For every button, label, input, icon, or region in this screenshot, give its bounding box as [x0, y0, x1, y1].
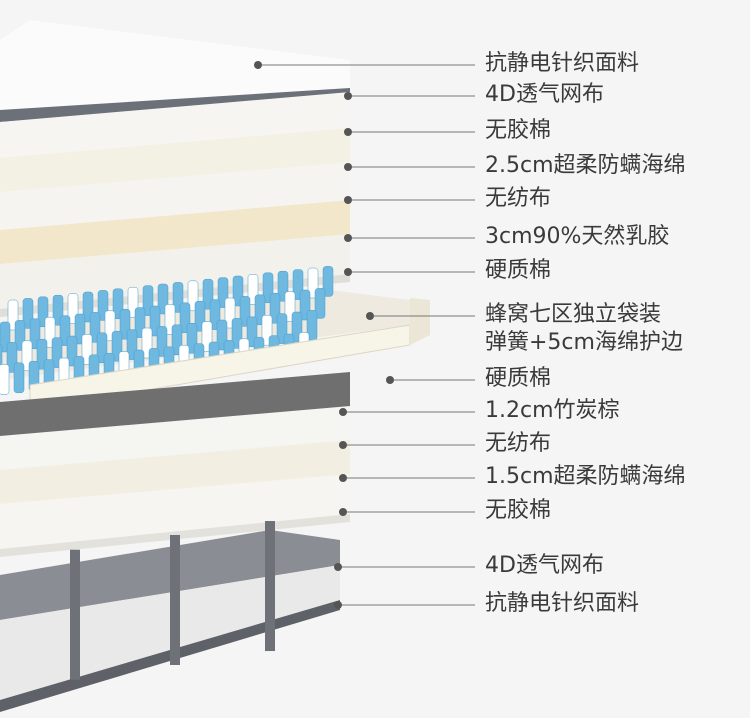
spring-coil	[314, 288, 326, 319]
layer-label: 抗静电针织面料	[485, 51, 640, 76]
bottom-handle-strap	[70, 549, 80, 680]
bottom-handle-strap	[265, 521, 275, 652]
leader-dot	[386, 376, 394, 384]
layer-label: 4D透气网布	[485, 82, 604, 107]
leader-dot	[254, 61, 262, 69]
hard-cotton-layer-top	[0, 234, 350, 309]
layer-label: 硬质棉	[485, 258, 552, 283]
leader-dot	[344, 234, 352, 242]
mesh-border	[0, 88, 350, 122]
spring-coil	[0, 364, 10, 395]
layer-label: 1.2cm竹炭棕	[485, 398, 620, 423]
no-glue-cotton-layer-2-top	[0, 474, 350, 549]
leader-dot	[344, 196, 352, 204]
layer-label-line2: 弹簧+5cm海绵护边	[485, 330, 683, 355]
bottom-handle-strap	[170, 535, 180, 665]
leader-dot	[344, 163, 352, 171]
leader-dot	[334, 563, 342, 571]
layer-label: 硬质棉	[485, 366, 552, 391]
leader-dot	[344, 268, 352, 276]
spring-coil	[322, 266, 334, 297]
leader-dot	[339, 508, 347, 516]
leader-dot	[344, 92, 352, 100]
layer-label: 无胶棉	[485, 118, 552, 143]
bamboo-charcoal-layer-top	[0, 372, 350, 447]
top-quilt-layer	[0, 20, 350, 110]
latex-layer-top	[0, 200, 350, 275]
layer-label: 1.5cm超柔防螨海绵	[485, 464, 686, 489]
layer-label: 3cm90%天然乳胶	[485, 224, 670, 249]
foam-layer-2-top	[0, 440, 350, 515]
foam-edge-side	[410, 298, 430, 345]
layer-label: 无纺布	[485, 431, 552, 456]
layer-label: 无纺布	[485, 186, 552, 211]
layer-label: 2.5cm超柔防螨海绵	[485, 153, 686, 178]
nonwoven-layer-2-top	[0, 406, 350, 481]
nonwoven-layer-top	[0, 162, 350, 237]
layer-label: 抗静电针织面料	[485, 591, 640, 616]
spring-coil	[13, 362, 25, 394]
layer-label: 无胶棉	[485, 498, 552, 523]
leader-dot	[339, 408, 347, 416]
leader-dot	[344, 128, 352, 136]
layer-label: 蜂窝七区独立袋装	[485, 302, 662, 327]
no-glue-cotton-layer-top	[0, 92, 350, 167]
leader-dot	[334, 601, 342, 609]
leader-dot	[339, 474, 347, 482]
layer-label: 4D透气网布	[485, 553, 604, 578]
foam-layer-top	[0, 128, 350, 203]
leader-dot	[339, 441, 347, 449]
leader-dot	[366, 312, 374, 320]
